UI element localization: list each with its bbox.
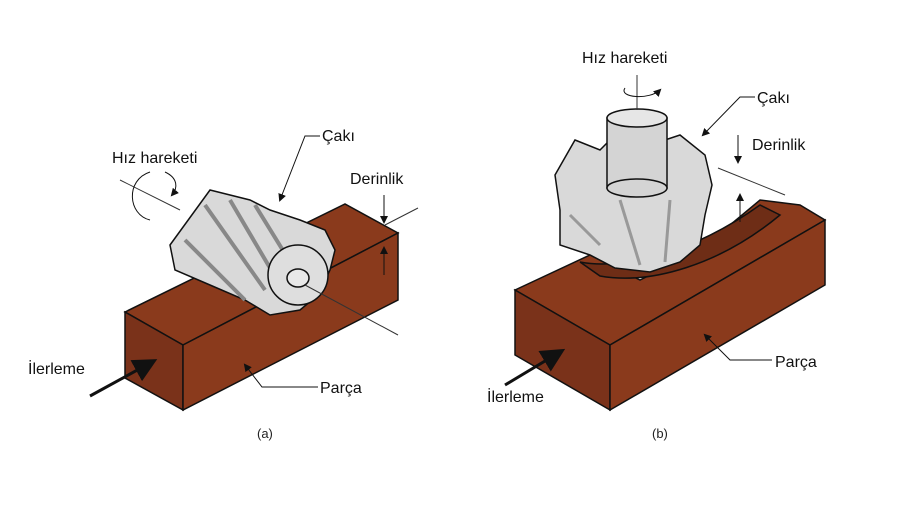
figure-a: Hız hareketi Çakı Derinlik İlerleme Parç… [28, 128, 419, 441]
caption-b: (b) [652, 426, 668, 441]
workpiece-leader-b [703, 333, 772, 361]
workpiece-label-b: Parça [775, 354, 817, 371]
feed-label-a: İlerleme [28, 359, 85, 378]
feed-arrow-b [504, 348, 566, 387]
cutter-b-shank-top [606, 108, 668, 128]
speed-label-a: Hız hareketi [112, 150, 197, 167]
caption-a: (a) [257, 426, 273, 441]
workpiece-b-side [609, 218, 826, 412]
speed-label-b: Hız hareketi [582, 50, 667, 67]
rotation-arrow-a-icon [131, 171, 176, 221]
cutter-a [169, 189, 336, 316]
workpiece-leader-a [243, 363, 318, 388]
depth-label-a: Derinlik [350, 171, 404, 188]
cutter-leader-a [278, 135, 320, 202]
cutter-label-b: Çakı [757, 90, 790, 107]
depth-label-b: Derinlik [752, 137, 806, 154]
cutter-a-flutes [183, 198, 297, 302]
cutter-b-flutes [568, 199, 672, 266]
cutter-b-shank-bottom [606, 178, 668, 198]
cutter-b-shank [606, 117, 668, 189]
depth-line-a [384, 207, 419, 226]
workpiece-label-a: Parça [320, 380, 362, 397]
feed-label-b: İlerleme [487, 387, 544, 406]
cutter-leader-b [701, 96, 755, 137]
cutter-b [554, 108, 713, 273]
figure-b: Hız hareketi Çakı Derinlik İlerleme Parç… [487, 50, 827, 441]
cutter-a-bore [286, 268, 310, 288]
rotation-arrow-b-icon [623, 87, 662, 98]
depth-line-b [717, 167, 786, 196]
feed-arrow-a [89, 359, 158, 398]
cutter-label-a: Çakı [322, 128, 355, 145]
axis-a-end [304, 284, 399, 336]
axis-a [119, 179, 181, 211]
workpiece-b [513, 199, 827, 412]
